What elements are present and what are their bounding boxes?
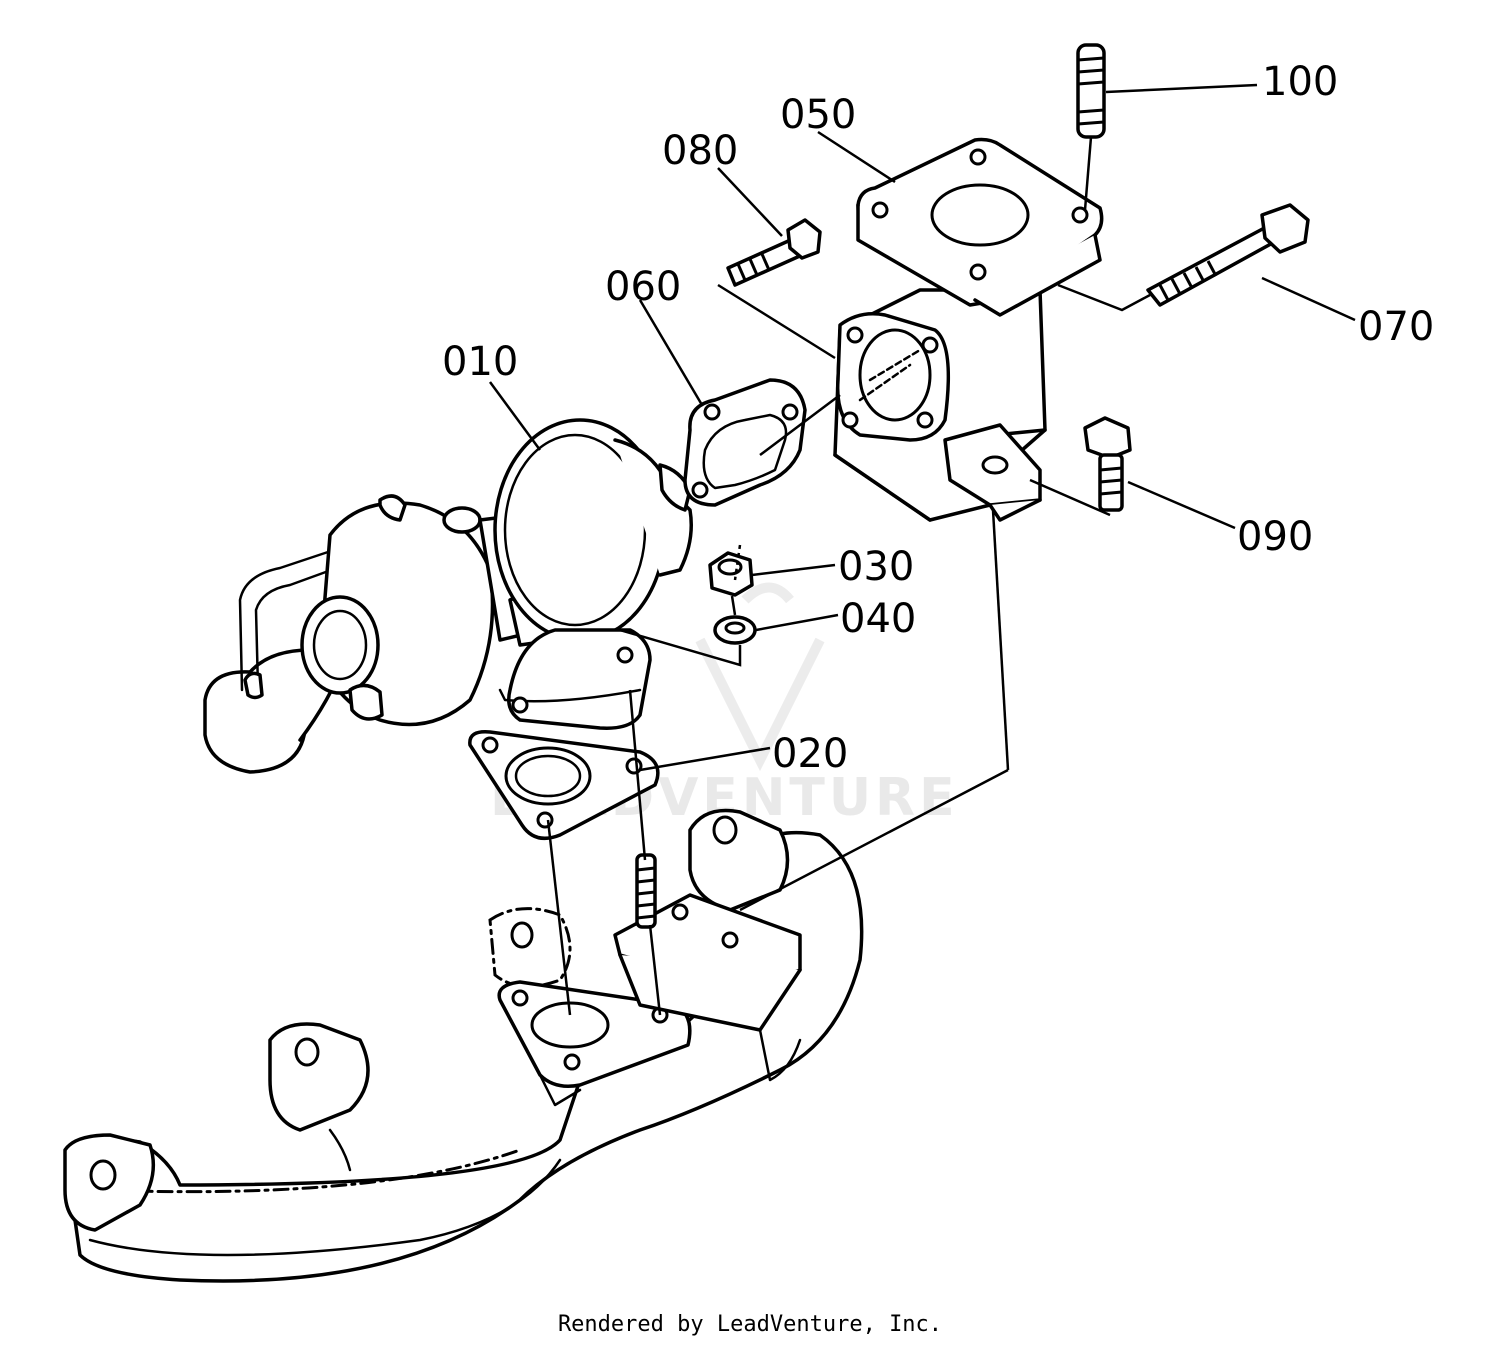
callout-030: 030 <box>838 544 914 590</box>
bolt-080 <box>726 218 822 287</box>
callout-020: 020 <box>772 731 848 777</box>
callout-100: 100 <box>1262 59 1338 105</box>
turbocharger-010 <box>203 418 693 774</box>
callout-leaders <box>488 83 1356 772</box>
assembly-lines <box>546 136 1151 1016</box>
gasket-060 <box>683 378 807 507</box>
manifold-stud <box>635 853 657 929</box>
callout-010: 010 <box>442 339 518 385</box>
callout-070: 070 <box>1358 304 1434 350</box>
washer-040 <box>713 615 757 645</box>
exhaust-elbow-050 <box>833 137 1104 522</box>
nut-030 <box>708 551 754 597</box>
stud-100 <box>1076 43 1106 139</box>
callout-050: 050 <box>780 92 856 138</box>
callout-090: 090 <box>1237 514 1313 560</box>
bolt-090 <box>1083 416 1132 512</box>
callout-060: 060 <box>605 264 681 310</box>
callout-080: 080 <box>662 128 738 174</box>
watermark-logo <box>695 582 825 772</box>
credit-text: Rendered by LeadVenture, Inc. <box>557 1312 943 1337</box>
bolt-070 <box>1146 203 1310 307</box>
callout-040: 040 <box>840 596 916 642</box>
exhaust-manifold <box>63 808 864 1283</box>
